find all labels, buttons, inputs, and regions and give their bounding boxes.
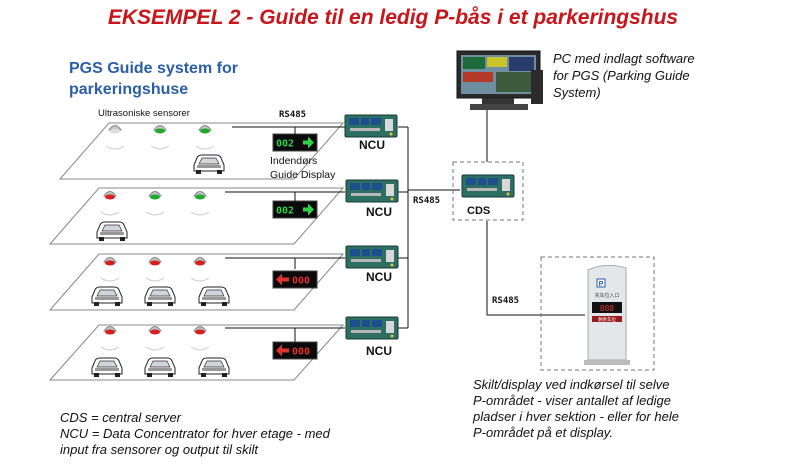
svg-text:P: P: [599, 281, 604, 288]
guide-display: 000: [272, 341, 318, 360]
ultrasonic-sensor: [145, 326, 165, 351]
ultrasonic-sensor: [100, 191, 120, 216]
guide-display-label-line-2: Guide Display: [270, 169, 336, 181]
rs485-label-cds: RS485: [413, 196, 441, 206]
ultrasonic-sensor: [195, 125, 215, 150]
sign-panel-caption: 剩余车位: [598, 316, 616, 323]
car: [193, 154, 225, 175]
subtitle-line-1: PGS Guide system for: [69, 60, 238, 77]
floor-4: [48, 324, 345, 381]
ultrasonic-sensor: [100, 257, 120, 282]
ncu-board: [345, 179, 399, 203]
guide-display: 000: [272, 270, 318, 289]
ultrasonic-sensor: [190, 326, 210, 351]
arrow-right-icon: [303, 203, 314, 216]
pc-label-line-3: System): [553, 85, 601, 100]
pc-label-line-2: for PGS (Parking Guide: [553, 68, 690, 83]
car: [198, 286, 230, 307]
legend-line-2: NCU = Data Concentrator for hver etage -…: [60, 426, 330, 441]
ultrasonic-sensor: [145, 191, 165, 216]
ncu-board: [345, 245, 399, 269]
ncu-board: [344, 114, 398, 138]
guide-display-label-line-1: Indendørs: [270, 155, 318, 167]
legend: CDS = central server NCU = Data Concentr…: [60, 410, 330, 458]
subtitle-line-2: parkeringshuse: [69, 81, 189, 98]
sign-caption-line-4: P-området på et display.: [473, 425, 613, 440]
pc-label: PC med indlagt software for PGS (Parking…: [553, 50, 695, 101]
entrance-sign: P 充车位入口 888 剩余车位: [540, 256, 655, 371]
arrow-left-icon: [276, 344, 289, 357]
guide-display: 002: [272, 133, 318, 152]
rs485-label-sign: RS485: [492, 296, 520, 306]
rs485-label-floor: RS485: [279, 110, 307, 120]
cds-board: [461, 174, 515, 198]
legend-line-1: CDS = central server: [60, 410, 182, 425]
floor-3: [48, 253, 345, 311]
rs485-wiring: [225, 98, 585, 342]
sign-caption-line-1: Skilt/display ved indkørsel til selve: [473, 377, 670, 392]
arrow-right-icon: [303, 136, 314, 149]
ultrasonic-sensor: [145, 257, 165, 282]
ultrasonic-sensor: [100, 326, 120, 351]
ncu-label: NCU: [359, 138, 385, 152]
arrow-left-icon: [276, 273, 289, 286]
sensors-label: Ultrasoniske sensorer: [98, 108, 190, 119]
ultrasonic-sensor: [105, 125, 125, 150]
page-title: EKSEMPEL 2 - Guide til en ledig P-bås i …: [107, 6, 679, 29]
car: [144, 357, 176, 378]
guide-display: 002: [272, 200, 318, 219]
ncu-label: NCU: [366, 270, 392, 284]
cds-label: CDS: [467, 205, 491, 217]
floor-1: [58, 122, 345, 180]
car: [144, 286, 176, 307]
sign-caption: Skilt/display ved indkørsel til selve P-…: [473, 377, 679, 441]
sign-caption-line-3: pladser i hver sektion - eller for hele: [473, 409, 679, 424]
guide-displays: 002 002 000 000: [272, 133, 318, 360]
pc-label-line-1: PC med indlagt software: [553, 51, 695, 66]
legend-line-3: input fra sensorer og output til skilt: [60, 442, 258, 457]
ncu-label: NCU: [366, 344, 392, 358]
ultrasonic-sensor: [190, 257, 210, 282]
sign-panel-text: 充车位入口: [594, 292, 619, 299]
car: [96, 221, 128, 242]
sign-caption-line-2: P-området - viser antallet af ledige: [473, 393, 671, 408]
svg-text:888: 888: [600, 304, 615, 313]
guide-display-count: 002: [276, 139, 294, 150]
floor-2: [48, 187, 345, 245]
sensors: [100, 125, 215, 351]
diagram-subtitle: PGS Guide system for parkeringshuse: [69, 58, 238, 100]
car: [198, 357, 230, 378]
guide-display-count: 000: [292, 276, 310, 287]
car: [91, 357, 123, 378]
ncu-board: [345, 316, 399, 340]
guide-display-count: 002: [276, 206, 294, 217]
car: [91, 286, 123, 307]
ultrasonic-sensor: [190, 191, 210, 216]
cds-unit: [452, 161, 524, 221]
pc-workstation: [456, 50, 543, 110]
guide-display-count: 000: [292, 347, 310, 358]
guide-display-label: Indendørs Guide Display: [270, 154, 335, 182]
ncu-label: NCU: [366, 205, 392, 219]
ultrasonic-sensor: [150, 125, 170, 150]
